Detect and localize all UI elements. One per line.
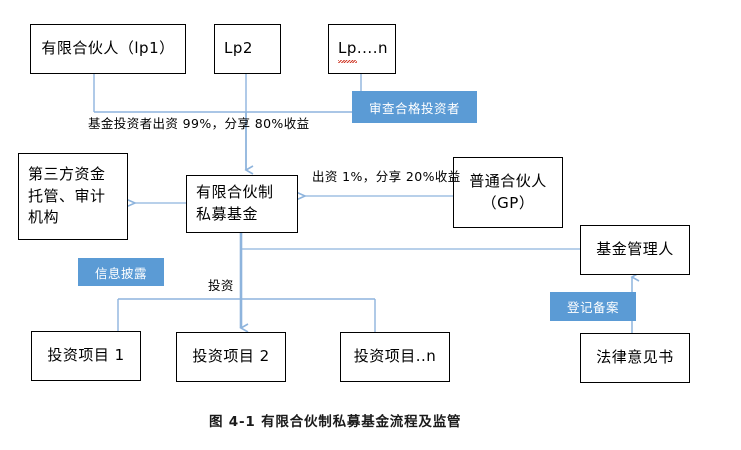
node-legal-opinion[interactable]: 法律意见书	[580, 333, 690, 383]
connector-fund-to-projects	[117, 298, 376, 332]
tag-registration-filing-label: 登记备案	[566, 300, 619, 315]
node-project-n-label: 投资项目..n	[353, 347, 437, 366]
tag-qualified-investor-review[interactable]: 审查合格投资者	[352, 91, 477, 123]
edge-label-gp-contribution: 出资 1%，分享 20%收益	[312, 169, 461, 184]
node-fund[interactable]: 有限合伙制 私募基金	[186, 175, 298, 233]
node-project-2[interactable]: 投资项目 2	[176, 332, 286, 382]
node-project-2-label: 投资项目 2	[192, 347, 270, 366]
node-lp2-label: Lp2	[224, 39, 253, 58]
node-legal-opinion-label: 法律意见书	[596, 348, 674, 367]
connector-fund-to-manager	[240, 232, 580, 250]
tag-registration-filing[interactable]: 登记备案	[550, 292, 636, 321]
node-lpn-prefix: Lp	[338, 38, 357, 63]
node-lp1-label: 有限合伙人（lp1）	[41, 39, 175, 58]
node-fund-manager-label: 基金管理人	[596, 240, 674, 259]
edge-label-lp-contribution: 基金投资者出资 99%，分享 80%收益	[88, 116, 310, 131]
node-lpn[interactable]: Lp....n	[328, 24, 396, 74]
node-custodian[interactable]: 第三方资金 托管、审计 机构	[18, 153, 128, 240]
node-project-1[interactable]: 投资项目 1	[31, 331, 141, 381]
node-lpn-suffix: ....n	[356, 39, 388, 58]
node-fund-label: 有限合伙制 私募基金	[196, 183, 274, 223]
tag-information-disclosure[interactable]: 信息披露	[78, 258, 164, 286]
edge-label-investment: 投资	[208, 278, 234, 293]
node-project-1-label: 投资项目 1	[47, 346, 125, 365]
node-custodian-label: 第三方资金 托管、审计 机构	[28, 164, 106, 227]
node-lp1[interactable]: 有限合伙人（lp1）	[30, 24, 186, 74]
node-lp2[interactable]: Lp2	[214, 24, 281, 74]
node-fund-manager[interactable]: 基金管理人	[580, 225, 690, 275]
tag-information-disclosure-label: 信息披露	[94, 265, 147, 281]
figure-caption: 图 4-1 有限合伙制私募基金流程及监管	[209, 414, 462, 430]
connector-lp-bus	[93, 73, 362, 113]
node-gp[interactable]: 普通合伙人 （GP）	[453, 157, 563, 228]
node-gp-label: 普通合伙人 （GP）	[469, 171, 547, 212]
node-lpn-label: Lp....n	[338, 38, 388, 63]
tag-qualified-investor-review-label: 审查合格投资者	[368, 100, 460, 116]
node-project-n[interactable]: 投资项目..n	[340, 332, 450, 382]
